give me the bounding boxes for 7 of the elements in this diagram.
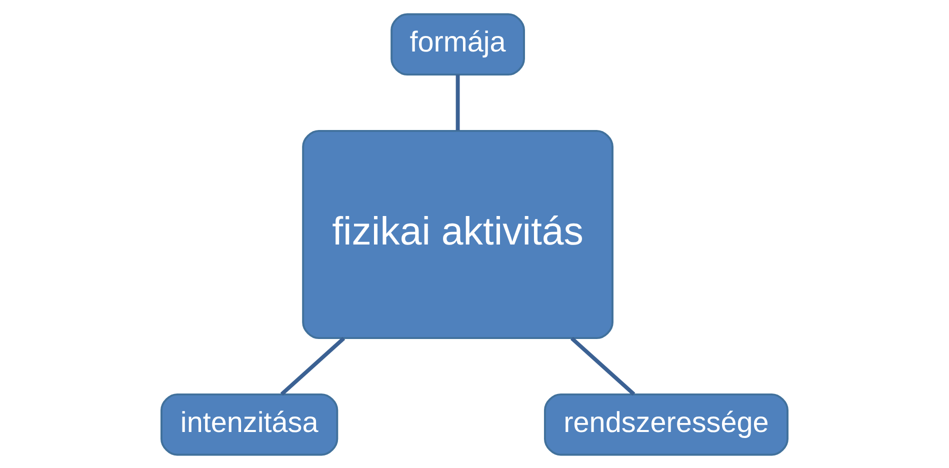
node-box: intenzitása	[160, 392, 338, 456]
connector	[456, 74, 460, 130]
connector	[570, 336, 636, 396]
node-box: rendszeressége	[544, 392, 788, 456]
node-box: fizikai aktivitás	[302, 129, 614, 339]
node-box: formája	[390, 12, 525, 76]
connector	[280, 336, 346, 396]
